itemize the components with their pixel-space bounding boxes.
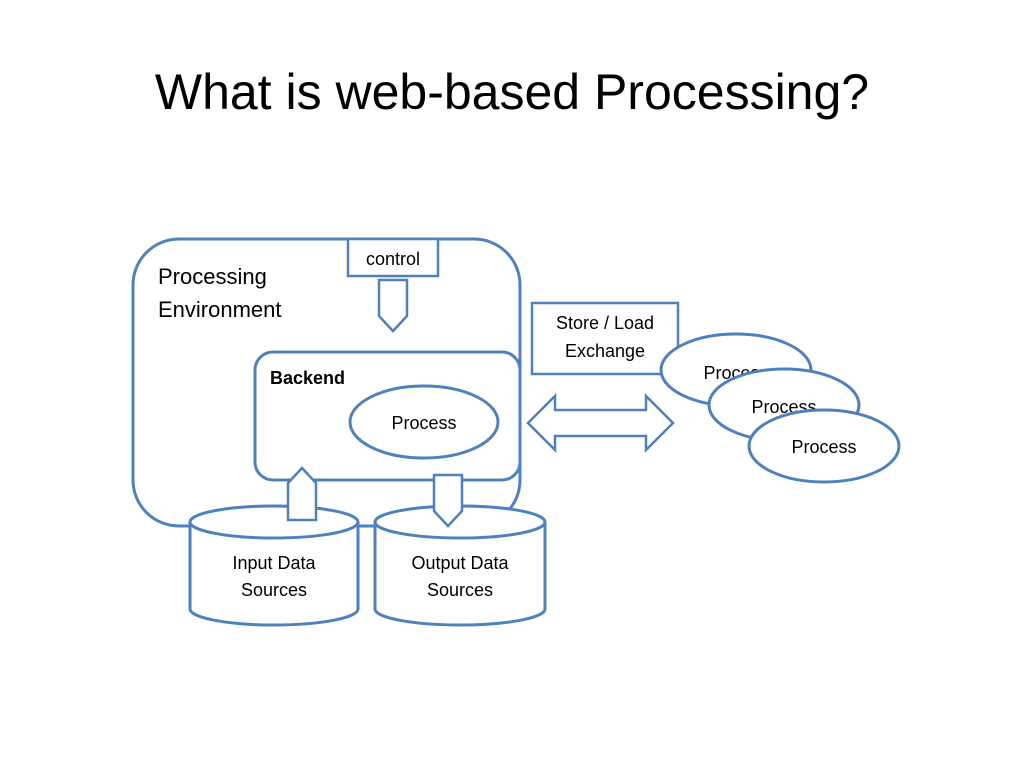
processing-environment-label-line2: Environment — [158, 297, 282, 322]
output-data-sources-label-line1: Output Data — [411, 553, 509, 573]
processing-environment-label-line1: Processing — [158, 264, 267, 289]
input-up-arrow — [286, 466, 318, 522]
backend-process-ellipse — [348, 384, 500, 460]
output-down-arrow — [432, 473, 464, 528]
slide-title: What is web-based Processing? — [154, 64, 870, 120]
backend-process-label: Process — [391, 413, 456, 433]
output-data-sources-cylinder — [373, 504, 547, 627]
backend-label: Backend — [270, 368, 345, 388]
input-data-sources-label-line2: Sources — [241, 580, 307, 600]
store-load-label-line2: Exchange — [565, 341, 645, 361]
control-box — [346, 237, 440, 278]
control-down-arrow — [377, 278, 409, 333]
control-label: control — [366, 249, 420, 269]
input-data-sources-cylinder — [188, 504, 360, 627]
output-data-sources-label-line2: Sources — [427, 580, 493, 600]
remote-process-label-3: Process — [791, 437, 856, 457]
input-data-sources-label-line1: Input Data — [232, 553, 316, 573]
store-load-label-line1: Store / Load — [556, 313, 654, 333]
store-load-exchange-box — [530, 301, 680, 376]
remote-process-ellipse-3 — [747, 408, 901, 484]
exchange-double-arrow — [526, 392, 675, 454]
